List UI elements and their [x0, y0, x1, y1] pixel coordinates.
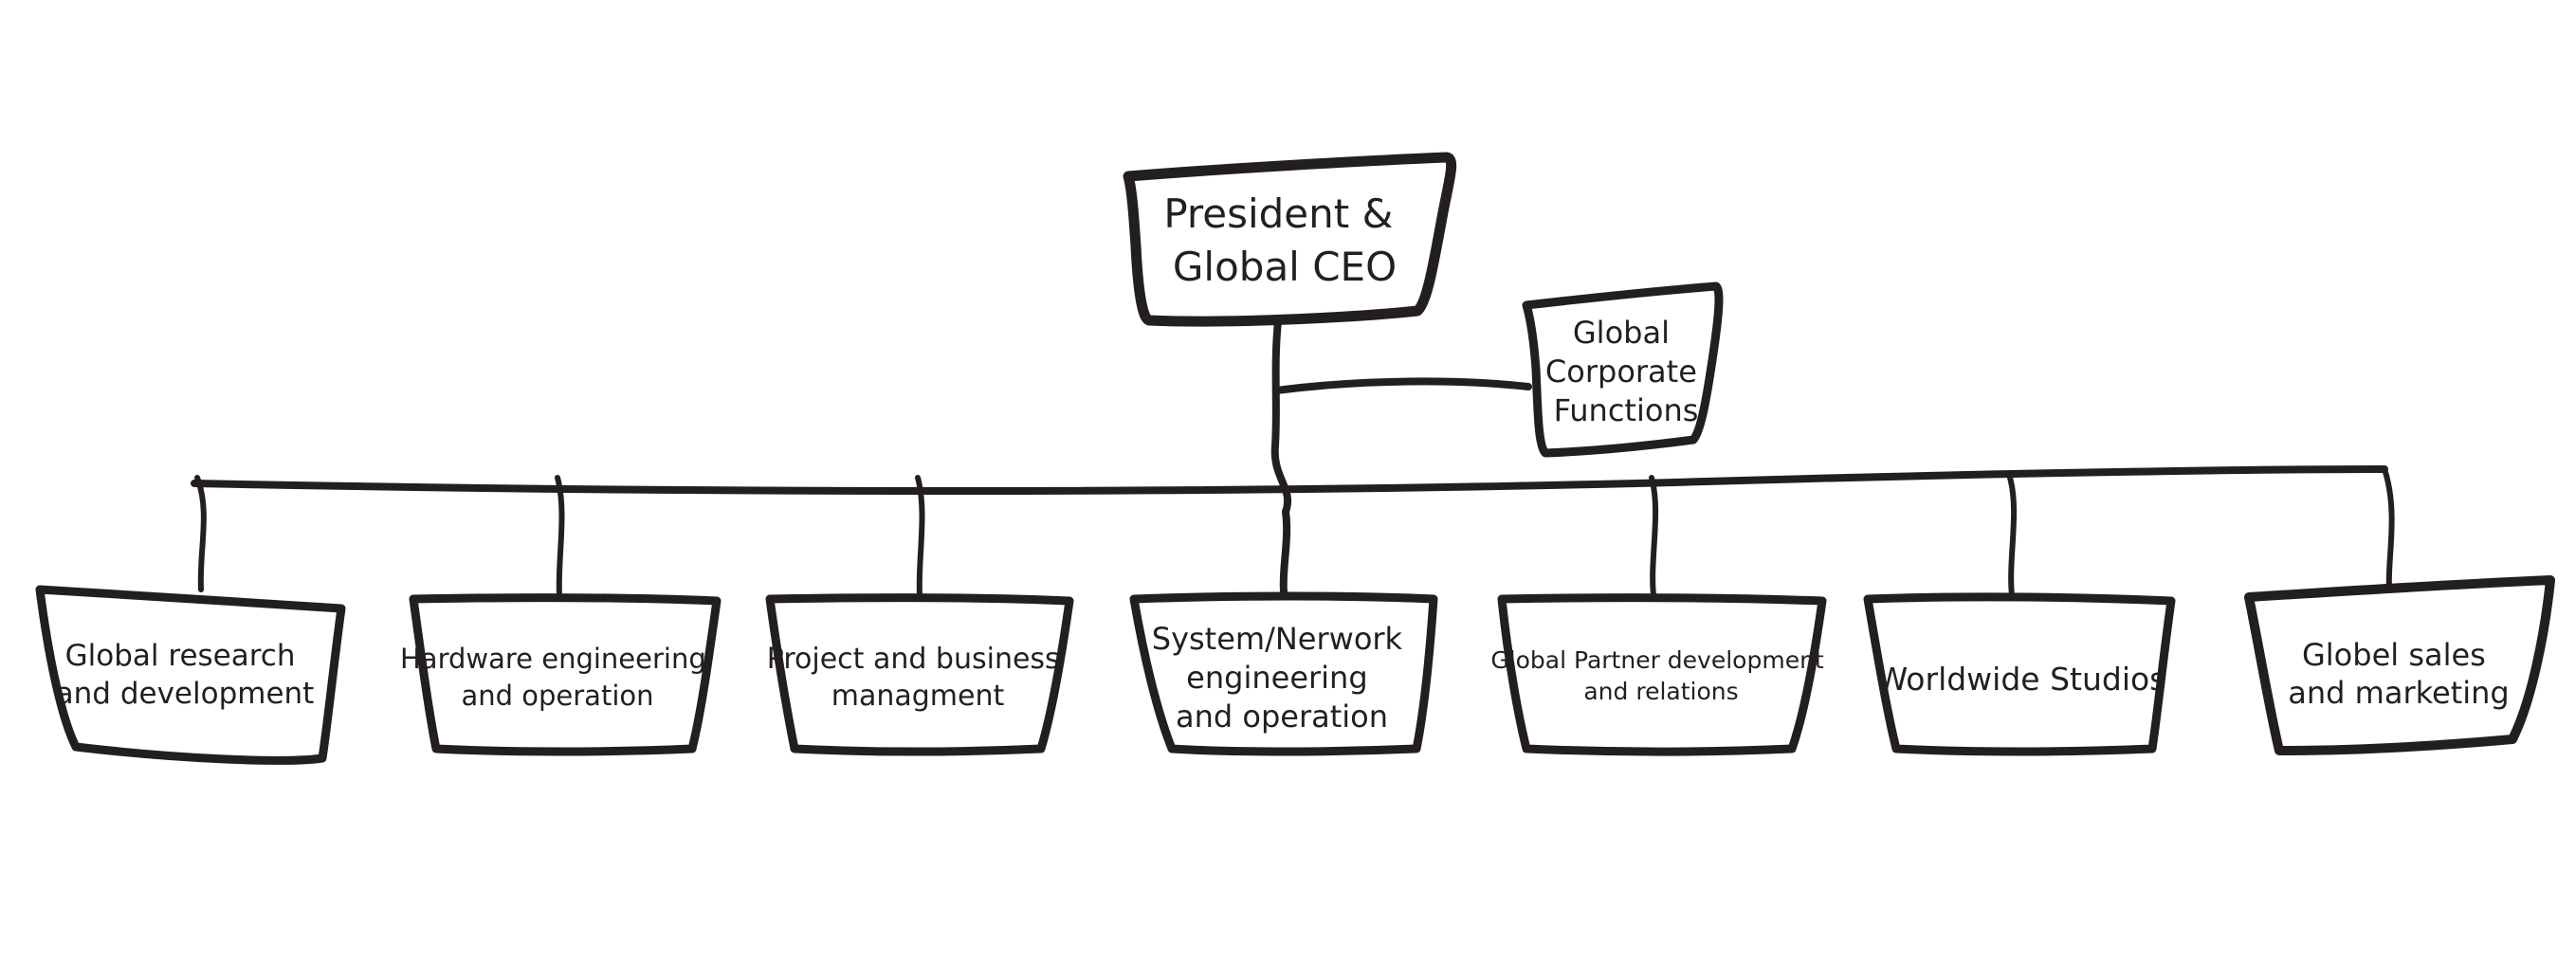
drop-line-2 [555, 475, 565, 598]
division-box-5[interactable]: Global Partner development and relations [1490, 593, 1831, 756]
corporate-functions-box[interactable]: Global Corporate Functions [1522, 281, 1724, 458]
division-box-6[interactable]: Worldwide Studios [1863, 592, 2176, 756]
division-7-line-2: and marketing [2288, 675, 2509, 711]
division-5-line-2: and relations [1583, 678, 1738, 705]
horizontal-bus-line [191, 465, 2388, 495]
drop-line-6 [2007, 475, 2018, 598]
division-2-line-2: and operation [461, 680, 653, 712]
corporate-functions-line-1: Global [1573, 315, 1670, 351]
staff-branch-line [1272, 377, 1532, 394]
division-3-line-1: Project and business [767, 643, 1060, 676]
corporate-functions-line-2: Corporate [1545, 354, 1697, 390]
svg-text:Global Partner development: Global Partner development and relations [1490, 646, 1831, 705]
division-4-line-2: engineering [1186, 660, 1367, 696]
division-box-4[interactable]: System/Nerwork engineering and operation [1129, 591, 1438, 756]
drop-line-7 [2382, 466, 2395, 590]
division-6-line-1: Worldwide Studios [1877, 661, 2166, 698]
division-5-line-1: Global Partner development [1490, 646, 1824, 674]
svg-text:System/Nerwork engineeri: System/Nerwork engineering and operation [1152, 621, 1413, 735]
division-4-line-3: and operation [1176, 699, 1388, 735]
ceo-title-line-1: President & [1163, 191, 1393, 237]
svg-text:Hardware engineering and: Hardware engineering and operation [400, 643, 715, 712]
division-7-line-1: Globel sales [2302, 637, 2486, 673]
svg-text:Global Corporate F: Global Corporate Functions [1545, 315, 1707, 428]
drop-line-5 [1649, 475, 1659, 598]
drop-line-3 [915, 475, 925, 598]
ceo-trunk-line [1270, 301, 1292, 595]
division-2-line-1: Hardware engineering [400, 643, 706, 675]
division-box-3[interactable]: Project and business managment [765, 593, 1074, 756]
drop-line-1 [194, 475, 207, 592]
svg-text:Global research and deve: Global research and development [56, 639, 315, 711]
svg-text:Globel sales and marketi: Globel sales and marketing [2288, 637, 2509, 711]
svg-text:Worldwide Studios: Worldwide Studios [1877, 661, 2166, 698]
corporate-functions-line-3: Functions [1554, 392, 1699, 428]
division-box-2[interactable]: Hardware engineering and operation [400, 593, 722, 756]
ceo-title-line-2: Global CEO [1173, 244, 1397, 290]
division-4-line-1: System/Nerwork [1152, 621, 1403, 657]
ceo-box[interactable]: President & Global CEO [1123, 152, 1457, 327]
division-3-line-2: managment [831, 680, 1005, 713]
division-box-1[interactable]: Global research and development [35, 585, 346, 765]
division-box-7[interactable]: Globel sales and marketing [2244, 575, 2555, 755]
division-1-line-2: and development [56, 677, 315, 711]
svg-text:President & Global CEO: President & Global CEO [1163, 191, 1405, 290]
svg-text:Project and business man: Project and business managment [767, 643, 1069, 713]
division-1-line-1: Global research [65, 639, 296, 673]
connectors [191, 301, 2395, 598]
